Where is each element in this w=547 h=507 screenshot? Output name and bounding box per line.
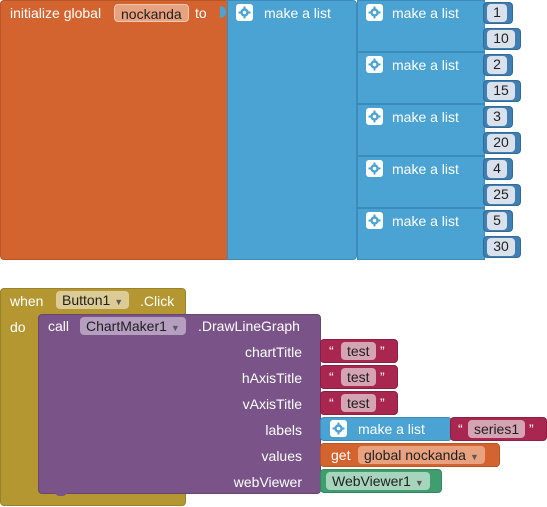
param-label-haxistitle: hAxisTitle — [241, 370, 302, 386]
to-label: to — [195, 5, 207, 21]
gear-icon[interactable] — [366, 4, 383, 21]
labels-make-a-list-label: make a list — [358, 421, 425, 437]
webviewer-component-name: WebViewer1 — [332, 473, 411, 489]
get-label: get — [331, 447, 351, 463]
text-field-charttitle[interactable]: test — [341, 342, 376, 360]
param-label-webviewer: webViewer — [233, 474, 302, 490]
when-label: when — [10, 293, 44, 309]
event-name-label: .Click — [140, 293, 175, 309]
make-a-list-label: make a list — [392, 57, 459, 73]
number-field[interactable]: 4 — [487, 160, 507, 178]
chart-component-name: ChartMaker1 — [86, 318, 167, 334]
dropdown-arrow-icon: ▼ — [170, 323, 180, 333]
gear-icon[interactable] — [236, 4, 253, 21]
quote-close: ” — [380, 343, 385, 359]
dropdown-arrow-icon: ▼ — [114, 297, 124, 307]
quote-open: “ — [458, 421, 463, 437]
quote-open: “ — [329, 343, 334, 359]
number-field[interactable]: 20 — [487, 134, 515, 152]
number-field[interactable]: 3 — [487, 108, 507, 126]
variable-name: global nockanda — [364, 447, 466, 463]
make-a-list-label: make a list — [392, 109, 459, 125]
outer-make-a-list-block[interactable] — [227, 0, 357, 260]
event-component-name: Button1 — [62, 292, 111, 308]
gear-icon[interactable] — [330, 420, 347, 437]
param-label-values: values — [261, 448, 302, 464]
param-label-charttitle: chartTitle — [244, 344, 302, 360]
outer-make-a-list-label: make a list — [264, 5, 331, 21]
dropdown-arrow-icon: ▼ — [414, 478, 424, 488]
text-field-haxistitle[interactable]: test — [341, 368, 376, 386]
make-a-list-label: make a list — [392, 213, 459, 229]
inner-make-a-list-block[interactable] — [357, 52, 485, 104]
quote-open: “ — [329, 369, 334, 385]
number-field[interactable]: 1 — [487, 4, 507, 22]
number-field[interactable]: 2 — [487, 56, 507, 74]
number-field[interactable]: 25 — [487, 186, 515, 204]
number-field[interactable]: 15 — [487, 82, 515, 100]
webviewer-component-dropdown[interactable]: WebViewer1▼ — [326, 472, 430, 490]
call-method-block[interactable] — [38, 314, 321, 494]
param-label-labels: labels — [265, 422, 302, 438]
make-a-list-label: make a list — [392, 5, 459, 21]
call-label: call — [48, 318, 70, 334]
number-field[interactable]: 30 — [487, 238, 515, 256]
number-field[interactable]: 10 — [487, 30, 515, 48]
dropdown-arrow-icon: ▼ — [469, 452, 479, 462]
gear-icon[interactable] — [366, 56, 383, 73]
method-name-label: .DrawLineGraph — [198, 318, 300, 334]
do-label: do — [10, 319, 26, 335]
block-notch — [54, 490, 68, 496]
text-field-series1[interactable]: series1 — [468, 420, 526, 438]
inner-make-a-list-block[interactable] — [357, 208, 485, 260]
gear-icon[interactable] — [366, 160, 383, 177]
global-variable-name-field[interactable]: nockanda — [114, 4, 189, 22]
text-field-vaxistitle[interactable]: test — [341, 394, 376, 412]
event-component-dropdown[interactable]: Button1▼ — [56, 291, 130, 309]
initialize-global-block[interactable] — [0, 0, 230, 260]
number-field[interactable]: 5 — [487, 212, 507, 230]
quote-close: ” — [380, 369, 385, 385]
param-label-vaxistitle: vAxisTitle — [242, 396, 302, 412]
quote-close: ” — [380, 395, 385, 411]
gear-icon[interactable] — [366, 212, 383, 229]
quote-open: “ — [329, 395, 334, 411]
quote-close: ” — [529, 421, 534, 437]
variable-dropdown[interactable]: global nockanda▼ — [358, 446, 485, 464]
chart-component-dropdown[interactable]: ChartMaker1▼ — [80, 317, 186, 335]
gear-icon[interactable] — [366, 108, 383, 125]
value-socket-notch — [220, 6, 226, 18]
initialize-global-label: initialize global — [10, 5, 102, 21]
make-a-list-label: make a list — [392, 161, 459, 177]
